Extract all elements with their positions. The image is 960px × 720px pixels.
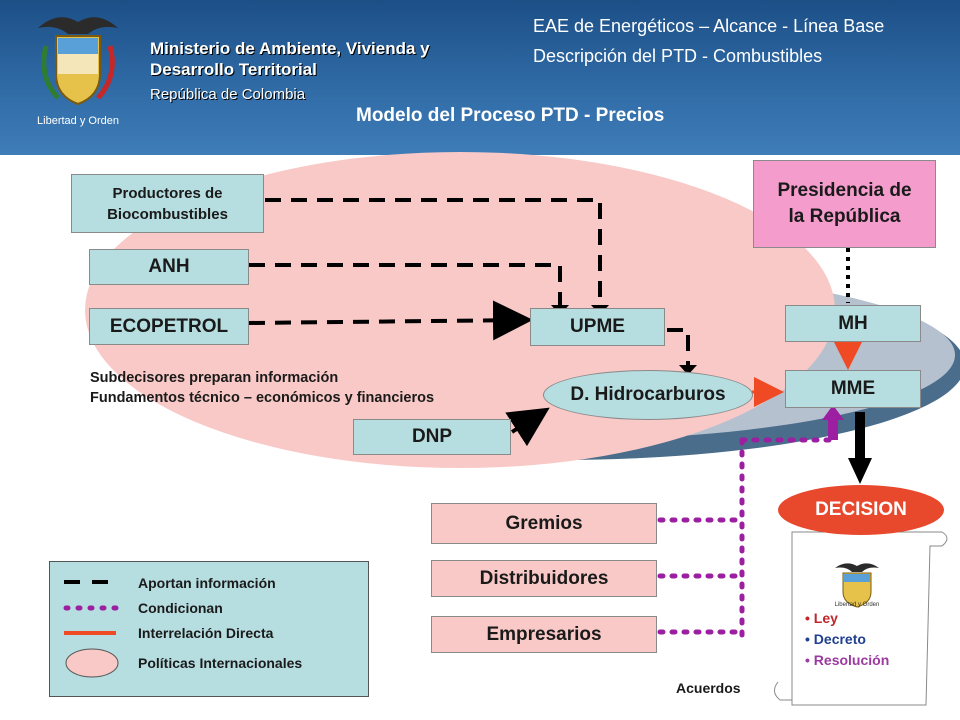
note-line-2: Fundamentos técnico – económicos y finan…	[90, 390, 435, 406]
decision-item-decreto: • Decreto	[805, 631, 866, 647]
node-dnp-label: DNP	[411, 426, 453, 447]
connector-dnp-hidrocarburos	[505, 407, 550, 447]
node-mh[interactable]: MH	[785, 305, 921, 342]
decision-scroll	[774, 531, 948, 706]
note-line-1: Subdecisores preparan información	[90, 370, 339, 386]
node-upme-label: UPME	[570, 316, 625, 337]
node-hidrocarburos-label: D. Hidrocarburos	[570, 384, 726, 405]
legend: Aportan información Condicionan Interrel…	[49, 561, 369, 697]
node-mme[interactable]: MME	[785, 370, 921, 408]
node-empresarios-label: Empresarios	[486, 623, 602, 645]
node-anh-label: ANH	[148, 256, 190, 277]
node-upme[interactable]: UPME	[530, 308, 665, 346]
connector-productores-upme	[265, 198, 602, 305]
node-distribuidores[interactable]: Distribuidores	[431, 560, 657, 597]
subdecisores-note: Subdecisores preparan información Fundam…	[90, 368, 434, 408]
decision-item-ley-text: Ley	[813, 610, 838, 626]
svg-text:Libertad y Orden: Libertad y Orden	[37, 115, 119, 127]
node-presidencia-label: Presidencia de la República	[777, 180, 912, 227]
republic-label: República de Colombia	[150, 86, 306, 103]
connector-ecopetrol-upme	[248, 300, 533, 341]
node-mh-label: MH	[838, 312, 868, 334]
node-ecopetrol[interactable]: ECOPETROL	[89, 308, 249, 345]
arrow-mme-decision	[855, 412, 865, 460]
acuerdos-label: Acuerdos	[676, 680, 741, 696]
node-productores-label: Productores de Biocombustibles	[107, 184, 228, 223]
scroll-logo: Libertad y Orden	[835, 563, 880, 608]
node-mme-label: MME	[830, 378, 876, 399]
legend-label-interrelacion: Interrelación Directa	[138, 625, 274, 641]
header-line-2: Descripción del PTD - Combustibles	[533, 46, 823, 66]
decision-item-resolucion: • Resolución	[805, 652, 890, 668]
ministry-name: Ministerio de Ambiente, Vivienda y Desar…	[150, 39, 430, 79]
colombia-coat-of-arms-logo: Libertad y Orden	[37, 17, 119, 127]
decision-item-resolucion-text: Resolución	[813, 652, 890, 668]
legend-label-aportan: Aportan información	[138, 575, 276, 591]
node-decision[interactable]: DECISION	[778, 485, 944, 535]
node-anh[interactable]: ANH	[89, 249, 249, 285]
legend-ellipse-symbol	[65, 648, 119, 678]
legend-label-politicas: Políticas Internacionales	[138, 655, 303, 671]
node-productores[interactable]: Productores de Biocombustibles	[71, 174, 264, 233]
slide-title: Modelo del Proceso PTD - Precios	[356, 105, 665, 126]
legend-label-condicionan: Condicionan	[138, 600, 223, 616]
node-decision-label: DECISION	[815, 499, 907, 520]
decision-item-decreto-text: Decreto	[813, 631, 866, 647]
node-ecopetrol-label: ECOPETROL	[109, 315, 229, 337]
node-gremios-label: Gremios	[505, 512, 583, 534]
node-presidencia[interactable]: Presidencia de la República	[753, 160, 936, 248]
connector-upme-hidrocarburos	[667, 328, 690, 368]
legend-symbols	[63, 580, 119, 678]
node-gremios[interactable]: Gremios	[431, 503, 657, 544]
svg-text:Libertad y Orden: Libertad y Orden	[835, 602, 880, 608]
header-line-1: EAE de Energéticos – Alcance - Línea Bas…	[533, 16, 885, 36]
node-empresarios[interactable]: Empresarios	[431, 616, 657, 653]
node-dnp[interactable]: DNP	[353, 419, 511, 455]
decision-item-ley: • Ley	[805, 610, 838, 626]
header-banner: Libertad y Orden Ministerio de Ambiente,…	[0, 0, 960, 155]
node-distribuidores-label: Distribuidores	[479, 567, 609, 589]
node-hidrocarburos[interactable]: D. Hidrocarburos	[543, 370, 753, 420]
